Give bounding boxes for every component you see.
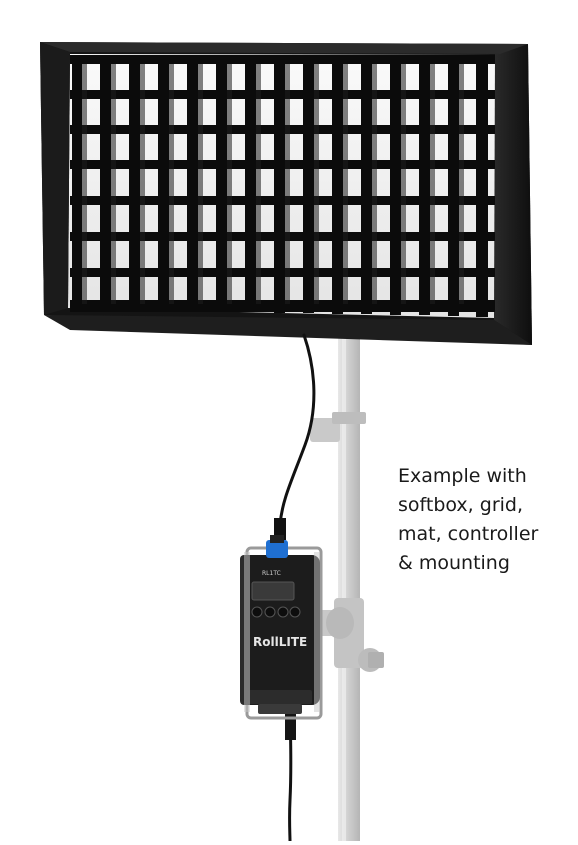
controller-unit: RL1TC RollLITE bbox=[240, 535, 323, 720]
photo-caption: Example with softbox, grid, mat, control… bbox=[398, 462, 568, 578]
controller-brand-logo: RollLITE bbox=[253, 635, 307, 649]
controller-model-label: RL1TC bbox=[262, 570, 281, 577]
caption-line: mat, controller bbox=[398, 523, 539, 545]
caption-line: Example with bbox=[398, 465, 527, 487]
light-stand bbox=[300, 330, 384, 841]
softbox bbox=[40, 42, 532, 345]
power-cable bbox=[274, 333, 316, 843]
caption-line: softbox, grid, bbox=[398, 494, 524, 516]
egg-crate-grid bbox=[70, 55, 495, 317]
caption-line: & mounting bbox=[398, 552, 510, 574]
